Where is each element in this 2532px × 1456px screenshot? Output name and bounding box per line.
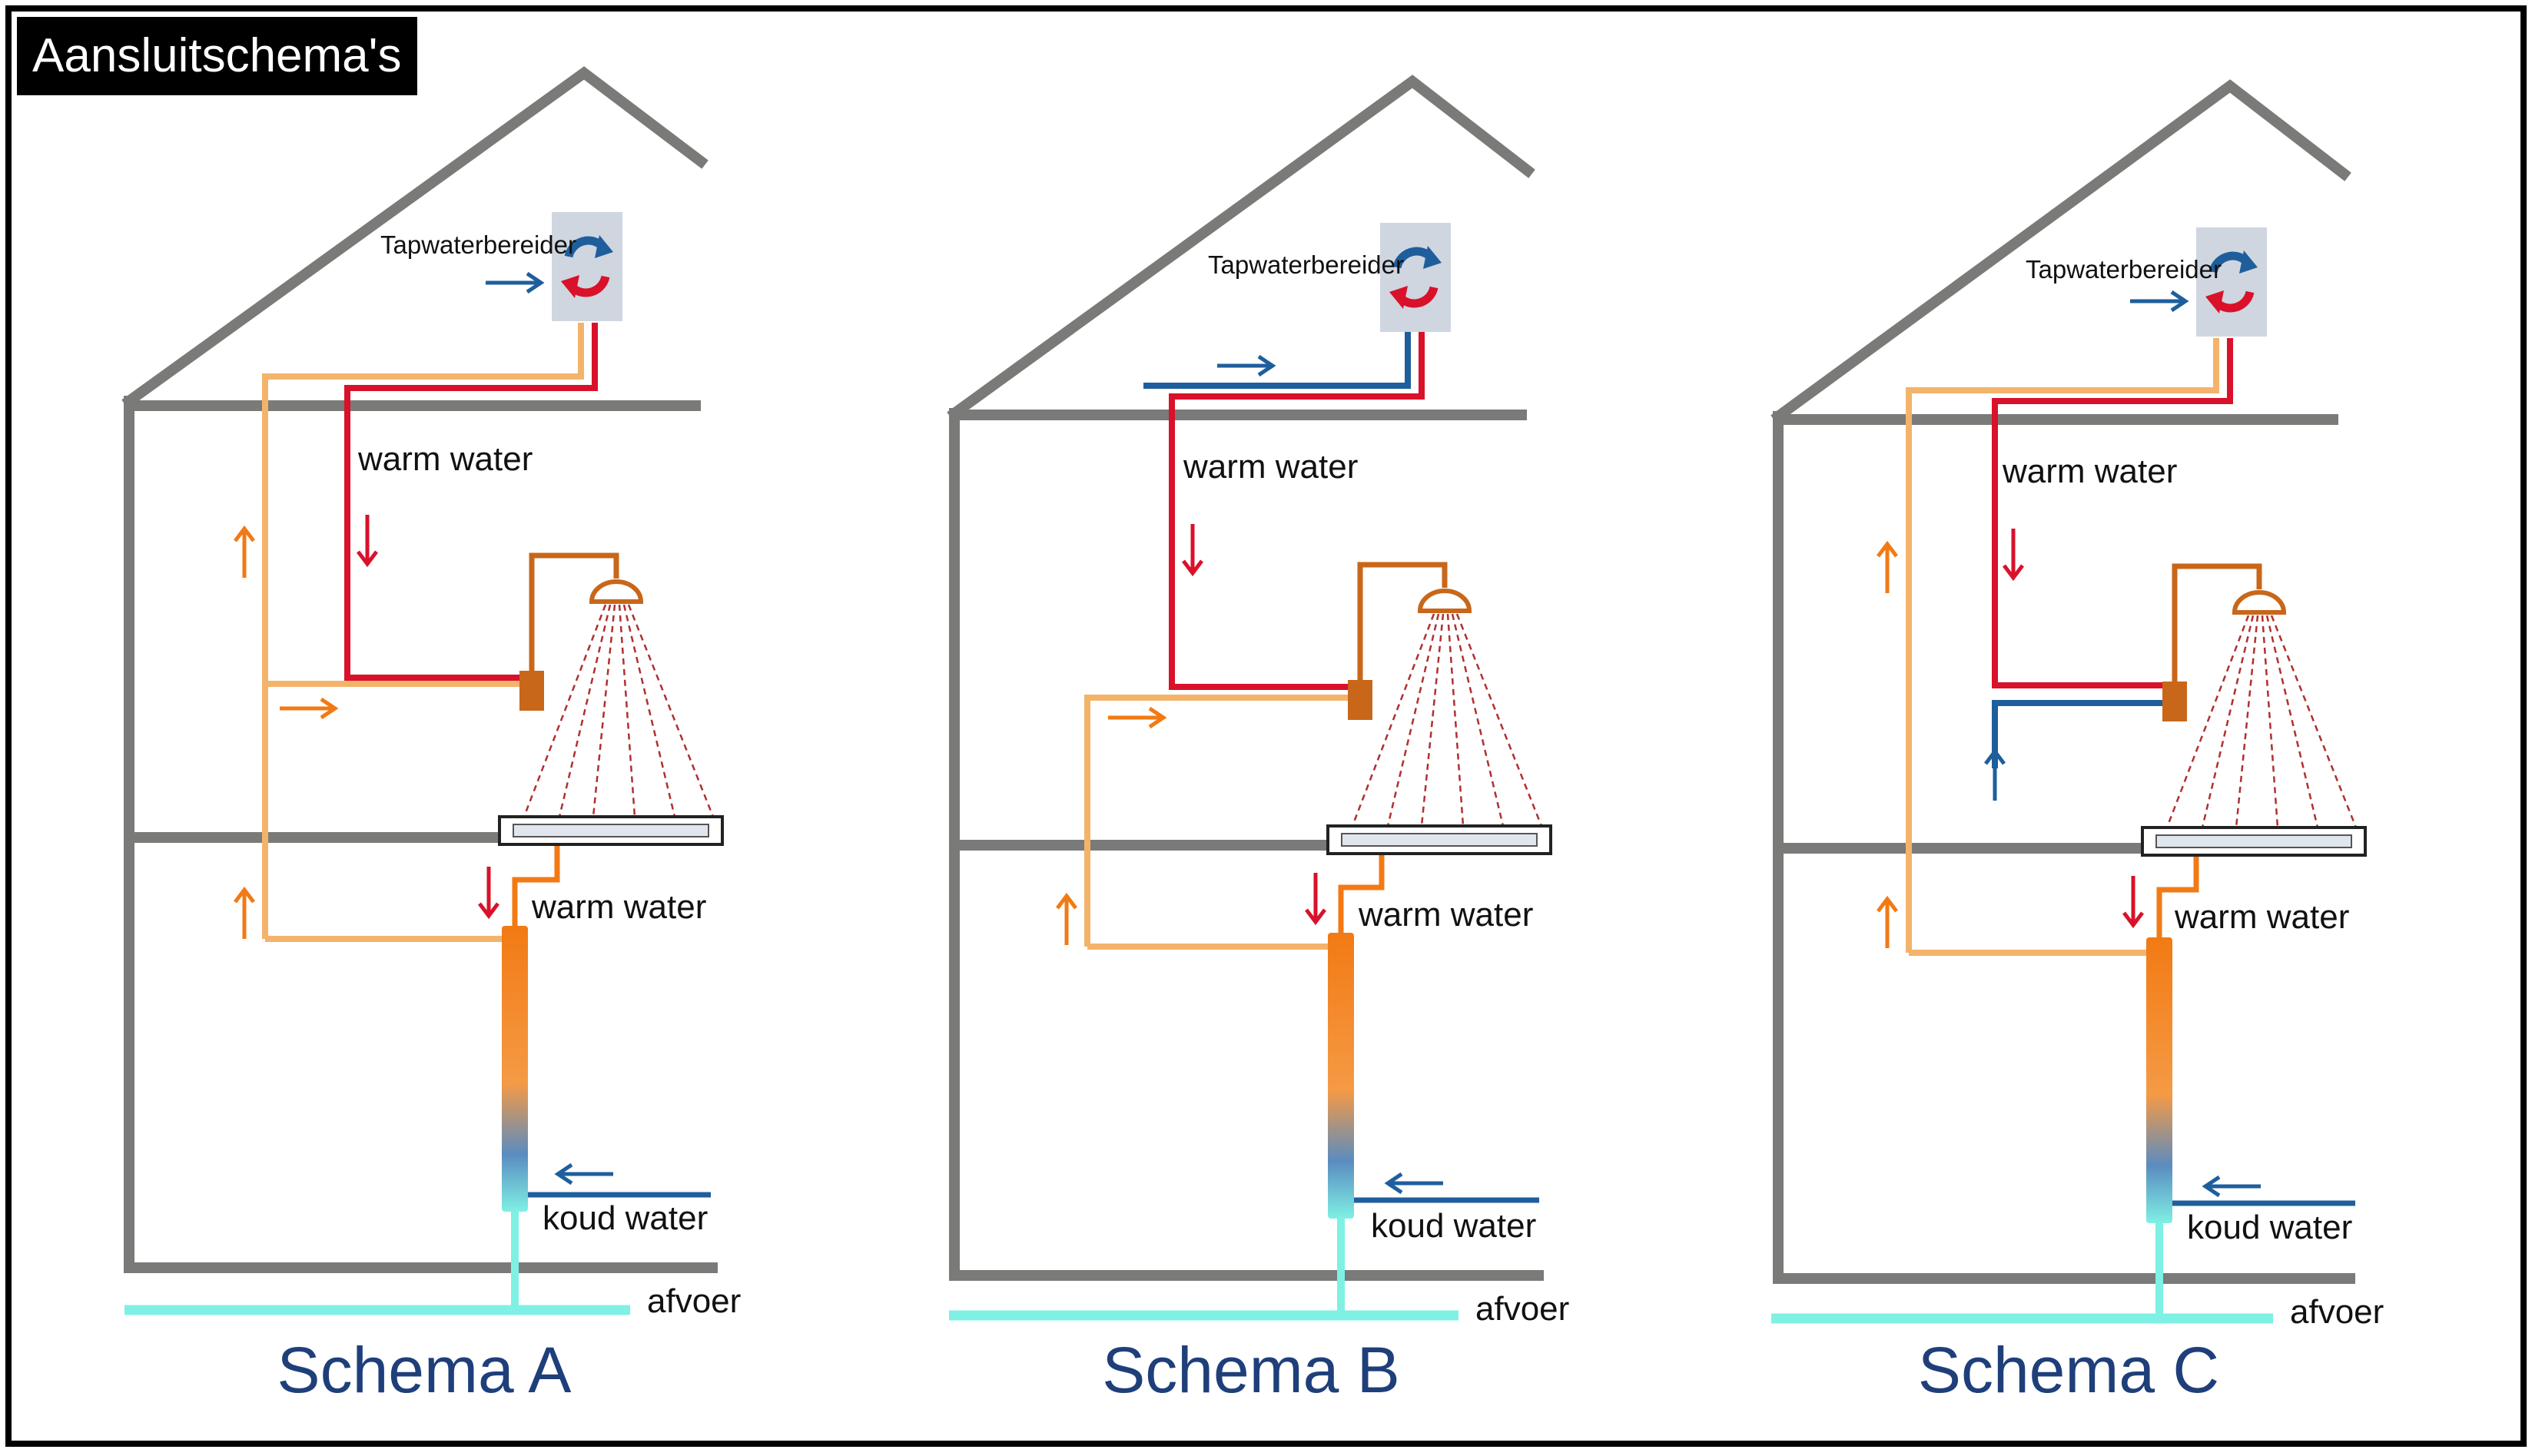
warm-water-label-c: warm water <box>2002 453 2177 490</box>
preheated-pipe-b <box>1084 695 1352 947</box>
heater-label-c: Tapwaterbereider <box>2026 255 2222 284</box>
schema-title-c: Schema C <box>1918 1334 2219 1406</box>
shower-a <box>499 556 722 844</box>
house-c-walls <box>1770 79 2355 1284</box>
warm-water-label-b: warm water <box>1183 448 1358 486</box>
water-heater-a <box>552 212 622 321</box>
shower-drain-a <box>512 822 560 930</box>
shower-heat-exchanger-c <box>2146 937 2172 1223</box>
hot-pipe-b <box>1169 332 1425 690</box>
shower-drain-c <box>2156 833 2199 941</box>
shower-heat-exchanger-a <box>502 926 528 1212</box>
preheated-pipe-c <box>1906 338 2219 953</box>
cold-shower-pipe-c <box>1992 700 2165 768</box>
cold-water-label-c: koud water <box>2187 1209 2352 1246</box>
shower-drain-b <box>1338 830 1385 936</box>
schema-c: Tapwaterbereider warm water warm water k… <box>1770 79 2384 1406</box>
cold-water-label-a: koud water <box>543 1199 708 1237</box>
warm-water-lower-label-a: warm water <box>531 888 706 926</box>
warm-water-lower-label-b: warm water <box>1358 896 1533 934</box>
drain-label-b: afvoer <box>1475 1290 1569 1328</box>
drain-label-a: afvoer <box>647 1282 741 1320</box>
house-a-walls <box>121 66 718 1273</box>
drain-label-c: afvoer <box>2290 1293 2384 1331</box>
cold-water-label-b: koud water <box>1371 1207 1536 1245</box>
schema-title-a: Schema A <box>277 1334 572 1406</box>
heater-label-a: Tapwaterbereider <box>380 231 576 259</box>
shower-heat-exchanger-b <box>1328 933 1354 1219</box>
preheated-pipe-a <box>262 323 584 939</box>
shower-c <box>2142 566 2365 855</box>
schema-b: Tapwaterbereider warm water warm water k… <box>947 75 1569 1406</box>
hot-pipe-c <box>1992 338 2233 688</box>
cold-supply-b <box>1143 332 1411 389</box>
outer-border <box>5 5 2527 1447</box>
warm-water-label-a: warm water <box>357 440 533 478</box>
shower-b <box>1328 565 1551 854</box>
warm-water-lower-label-c: warm water <box>2174 898 2349 936</box>
page-title: Aansluitschema's <box>17 17 417 95</box>
schema-a: Tapwaterbereider warm water warm water k… <box>121 66 741 1406</box>
heater-label-b: Tapwaterbereider <box>1208 250 1404 279</box>
hot-pipe-a <box>344 323 598 681</box>
schema-title-b: Schema B <box>1102 1334 1400 1406</box>
